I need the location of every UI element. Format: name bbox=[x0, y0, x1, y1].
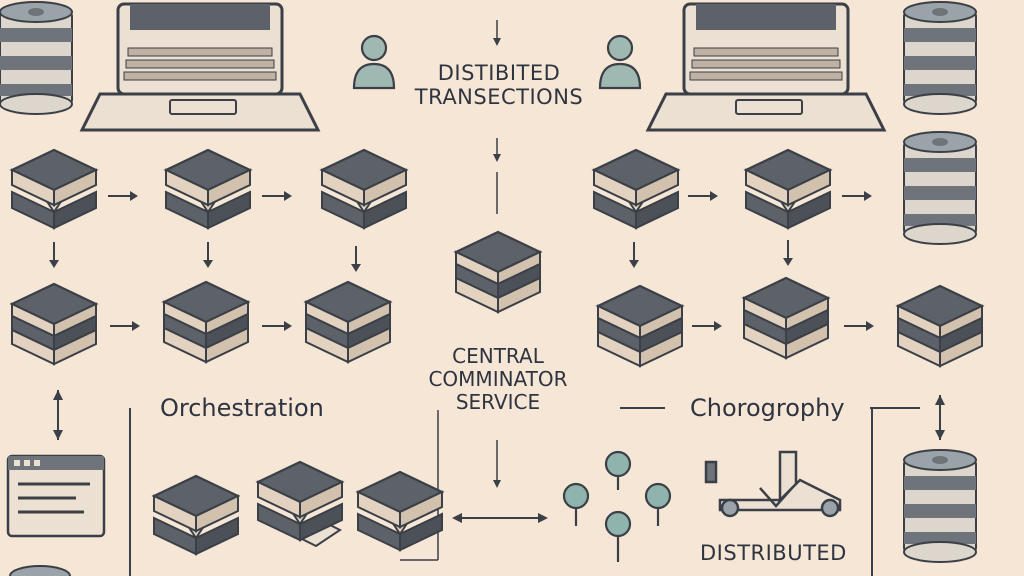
service-stack-r1 bbox=[596, 284, 684, 368]
title-line2: TRANSECTIONS bbox=[414, 85, 584, 110]
service-block-b2 bbox=[256, 460, 344, 548]
service-stack-l1 bbox=[10, 282, 98, 366]
service-block-r2 bbox=[744, 148, 832, 230]
database-top-left-icon bbox=[0, 1, 73, 115]
service-stack-r3 bbox=[896, 284, 984, 368]
title-line1: DISTIBITED bbox=[437, 61, 561, 85]
message-bus-icon bbox=[704, 450, 842, 518]
service-block-r1 bbox=[592, 148, 680, 230]
service-stack-l2 bbox=[162, 280, 250, 364]
event-nodes-icon bbox=[562, 450, 672, 562]
person-right-icon bbox=[598, 34, 642, 90]
database-bottom-right-icon bbox=[903, 449, 977, 563]
service-block-l3 bbox=[320, 148, 408, 230]
service-block-l2 bbox=[164, 148, 252, 230]
person-left-icon bbox=[352, 34, 396, 90]
central-coordinator-label: CENTRAL COMMINATOR SERVICE bbox=[406, 346, 590, 413]
distributed-label: DISTRIBUTED bbox=[700, 541, 847, 565]
database-top-right-icon bbox=[903, 1, 977, 115]
laptop-right-icon bbox=[646, 2, 886, 132]
service-stack-r2 bbox=[742, 276, 830, 360]
diagram-title: DISTIBITED TRANSECTIONS bbox=[410, 62, 588, 108]
central-line1: CENTRAL bbox=[452, 344, 544, 368]
app-window-icon bbox=[6, 454, 106, 538]
service-stack-l3 bbox=[304, 280, 392, 364]
orchestration-label: Orchestration bbox=[160, 394, 324, 422]
service-block-l1 bbox=[10, 148, 98, 230]
database-choreography-icon bbox=[903, 131, 977, 245]
central-line3: SERVICE bbox=[455, 390, 541, 414]
choreography-label: Chorogrophy bbox=[690, 394, 845, 422]
service-block-b1 bbox=[152, 474, 240, 556]
laptop-left-icon bbox=[80, 2, 320, 132]
central-line2: COMMINATOR bbox=[428, 367, 568, 391]
central-coordinator-block bbox=[454, 230, 542, 314]
service-block-b3 bbox=[356, 470, 444, 552]
